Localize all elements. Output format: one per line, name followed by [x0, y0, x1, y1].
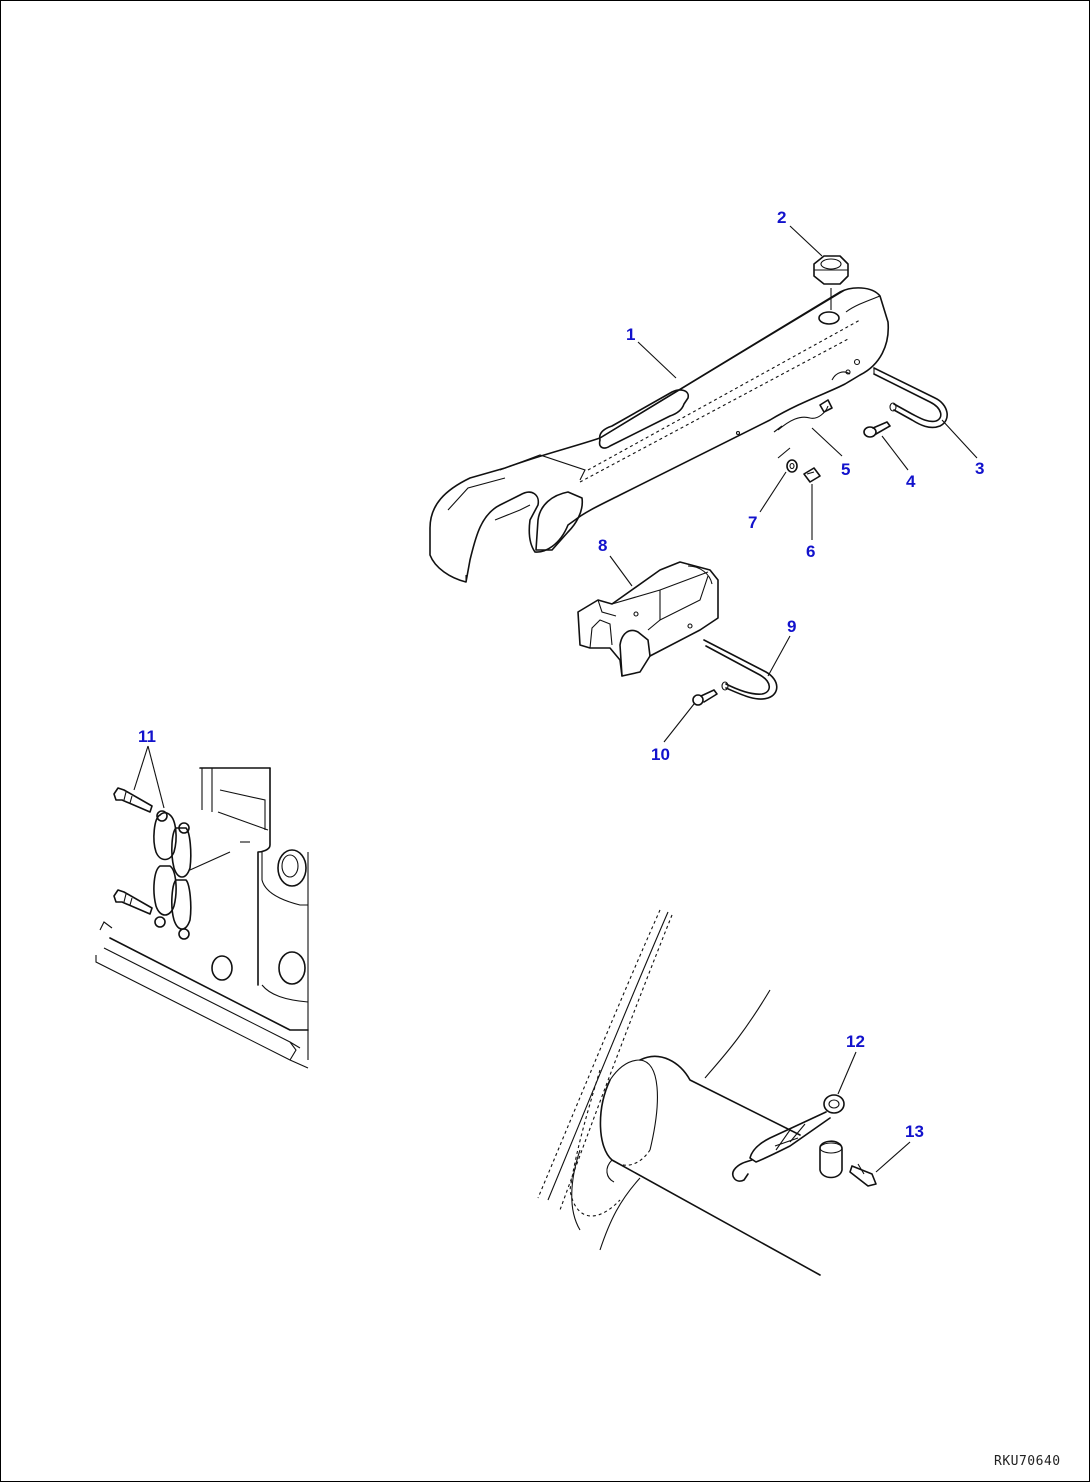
part-4-clip-pin: [863, 421, 891, 438]
callout-4: 4: [906, 472, 916, 491]
part-10-clip-pin: [692, 689, 718, 706]
part-11-chain-assembly: [95, 767, 309, 1069]
part-2-nut: [813, 255, 849, 310]
lower-right-view: [537, 909, 877, 1276]
part-7-washer: [786, 459, 798, 473]
callout-3: 3: [975, 459, 984, 478]
callout-6: 6: [806, 542, 815, 561]
part-1-tow-arm: [429, 287, 890, 583]
callout-labels: 1 2 3 4 5 6 7 8 9 10 11 12 13: [138, 208, 984, 1141]
callout-10: 10: [651, 745, 670, 764]
callout-11: 11: [138, 727, 156, 746]
drawing-id: RKU70640: [994, 1454, 1061, 1469]
callout-7: 7: [748, 513, 757, 532]
callout-8: 8: [598, 536, 607, 555]
callout-12: 12: [846, 1032, 865, 1051]
callout-9: 9: [787, 617, 796, 636]
leader-lines: [133, 225, 978, 1173]
callout-5: 5: [841, 460, 850, 479]
part-3-u-pin: [873, 367, 948, 429]
part-8-hitch-bracket: [577, 561, 719, 677]
callout-2: 2: [777, 208, 786, 227]
callout-13: 13: [905, 1122, 924, 1141]
part-6-bolt: [803, 467, 821, 483]
callout-1: 1: [626, 325, 635, 344]
part-9-u-pin: [703, 639, 778, 700]
part-5-wire: [773, 399, 833, 459]
